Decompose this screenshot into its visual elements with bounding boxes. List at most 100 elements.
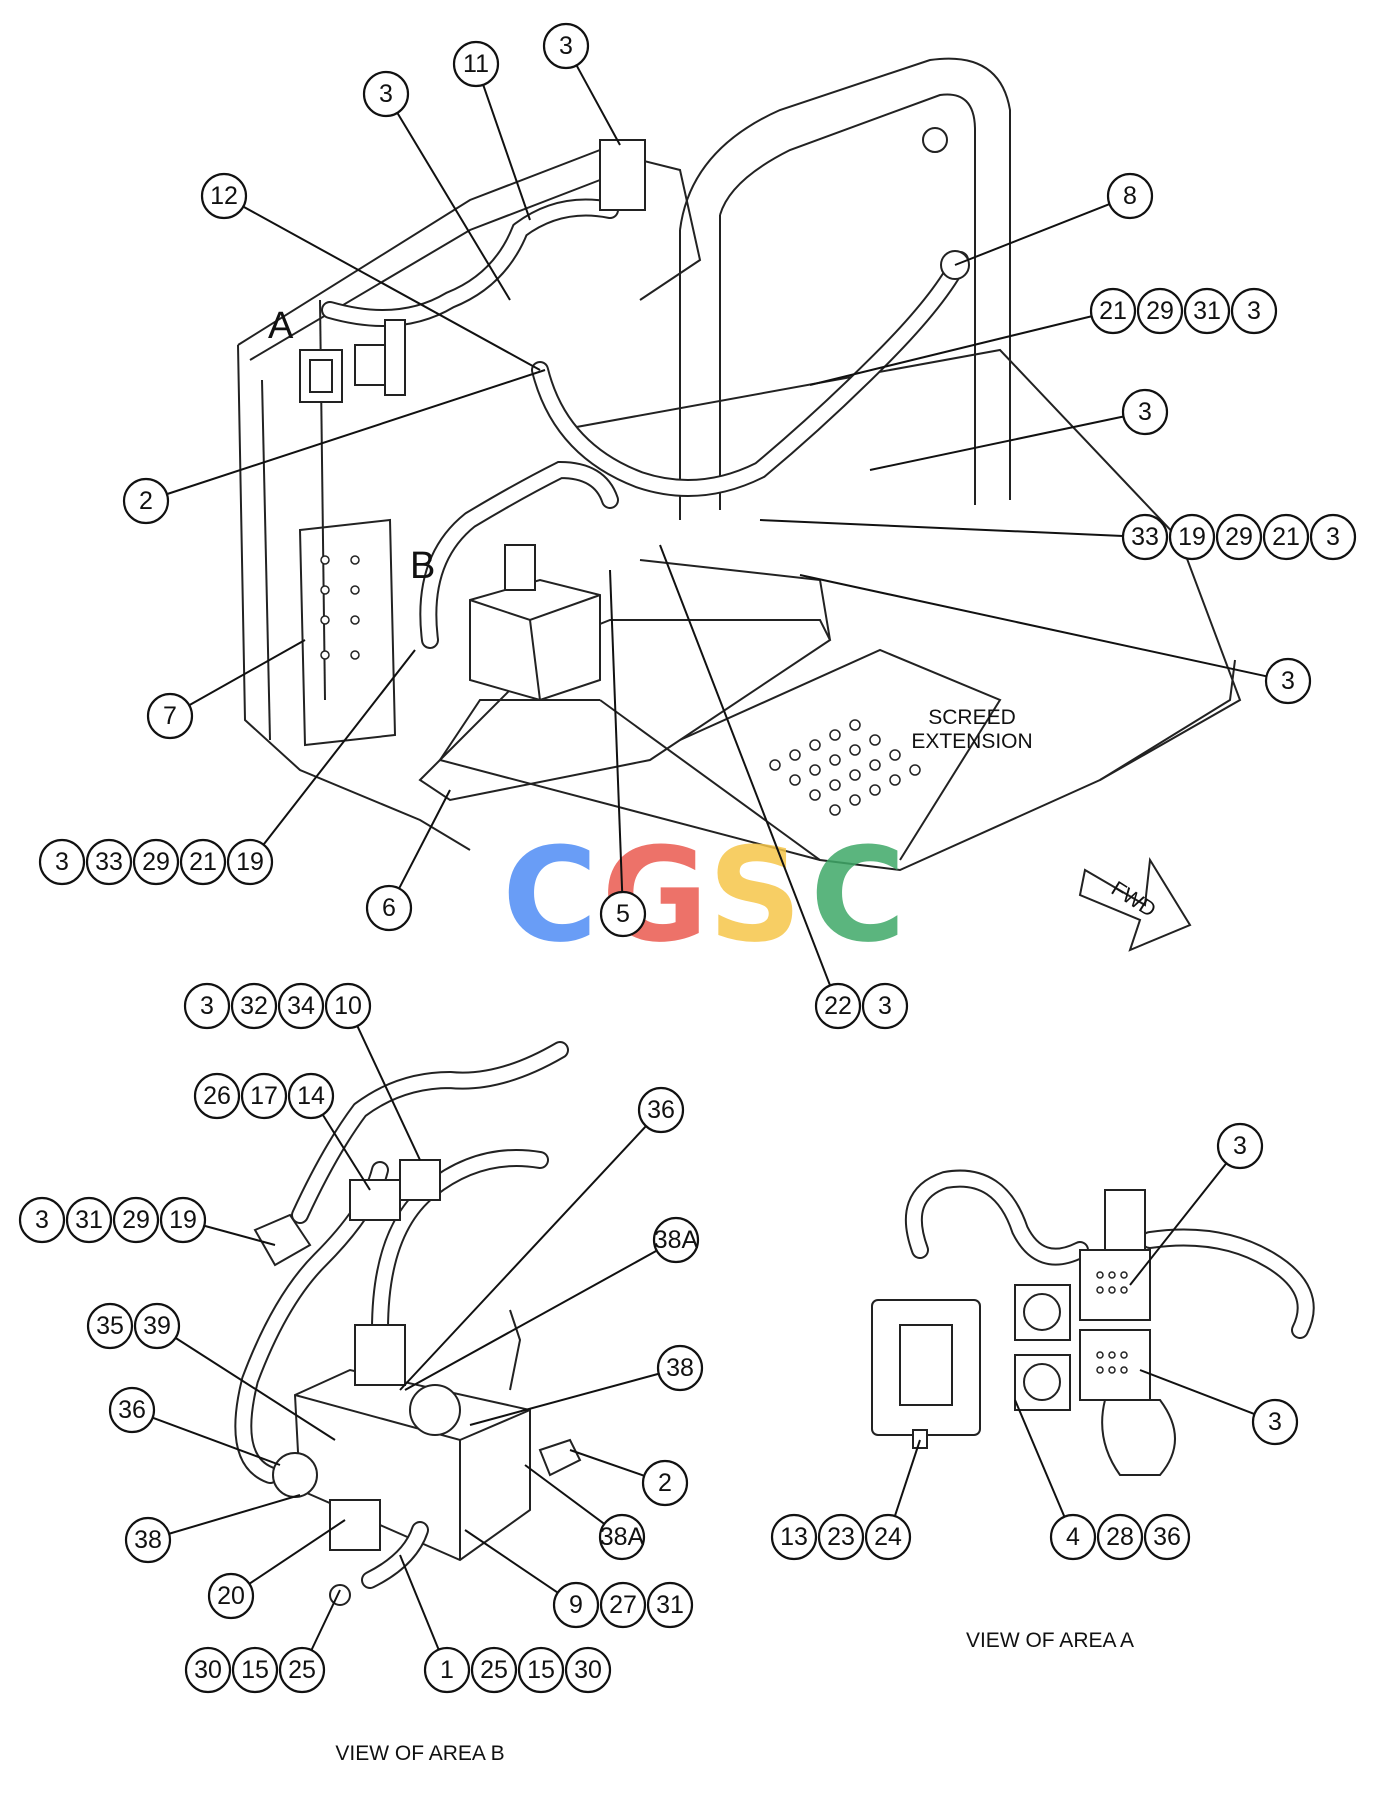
callout-circle [132, 838, 180, 886]
leader-line [1129, 1162, 1228, 1286]
callout-circle [1121, 513, 1169, 561]
callout-number: 3 [1233, 1132, 1247, 1160]
watermark: C G S C [502, 819, 905, 971]
callout-number: 1 [440, 1656, 454, 1684]
callout-group: 38A [652, 1216, 700, 1264]
callout-number: 5 [616, 900, 630, 928]
callout-number: 34 [287, 992, 315, 1020]
callout-number: 23 [827, 1523, 855, 1551]
leader-line [188, 639, 306, 707]
callout-number: 19 [169, 1206, 197, 1234]
callout-circle [365, 884, 413, 932]
callout-group: 3 [362, 70, 410, 118]
leader-line [1139, 1369, 1255, 1416]
callout-circle [864, 1513, 912, 1561]
leader-line [659, 544, 832, 986]
callout-number: 7 [163, 702, 177, 730]
callout-circle [1121, 388, 1169, 436]
callout-number: 15 [241, 1656, 269, 1684]
leader-line [869, 415, 1124, 471]
callout-number: 26 [203, 1082, 231, 1110]
leader-lines [152, 64, 1267, 1651]
callout-number: 2 [658, 1469, 672, 1497]
leader-line [464, 1529, 559, 1594]
callout-group: 20 [207, 1572, 255, 1620]
callout-number: 17 [250, 1082, 278, 1110]
fwd-arrow-icon: FWD [1078, 856, 1192, 952]
leader-line [954, 203, 1110, 266]
callout-group: 38 [656, 1344, 704, 1392]
plate-holes [320, 555, 360, 660]
callout-group: 8 [1106, 172, 1154, 220]
callout-number: 21 [1272, 523, 1300, 551]
callout-circle [656, 1344, 704, 1392]
callout-circle [1309, 513, 1357, 561]
callout-number: 29 [1146, 297, 1174, 325]
callout-number: 3 [1247, 297, 1261, 325]
callout-group: 38 [124, 1516, 172, 1564]
callout-circle [1264, 657, 1312, 705]
callout-circle [65, 1196, 113, 1244]
callout-circle [362, 70, 410, 118]
leader-line [809, 315, 1092, 386]
callout-circle [552, 1581, 600, 1629]
callout-number: 3 [559, 32, 573, 60]
callout-number: 22 [824, 992, 852, 1020]
leader-line [469, 1372, 660, 1426]
callout-circle [814, 982, 862, 1030]
callout-circle [599, 890, 647, 938]
callout-group: 3 [1121, 388, 1169, 436]
callout-number: 38A [600, 1523, 645, 1551]
callout-number: 20 [217, 1582, 245, 1610]
leader-line [799, 574, 1267, 678]
callout-circle [200, 172, 248, 220]
callout-number: 3 [55, 848, 69, 876]
leader-line [396, 112, 511, 301]
callout-group: 36 [108, 1386, 156, 1434]
callout-group: 3 [542, 22, 590, 70]
leader-line [569, 1449, 645, 1477]
callout-circle [1096, 1513, 1144, 1561]
callout-number: 25 [480, 1656, 508, 1684]
callout-number: 2 [139, 487, 153, 515]
leader-line [174, 1337, 336, 1441]
callout-number: 3 [1268, 1408, 1282, 1436]
leader-line [893, 1439, 921, 1517]
callout-number: 31 [1193, 297, 1221, 325]
callout-circle [599, 1581, 647, 1629]
callout-circle [637, 1086, 685, 1134]
callout-number: 36 [647, 1096, 675, 1124]
callout-circle [38, 838, 86, 886]
callout-circle [564, 1646, 612, 1694]
callout-circle [1216, 1122, 1264, 1170]
callout-number: 29 [122, 1206, 150, 1234]
main-assembly-drawing [237, 57, 1242, 872]
callout-number: 39 [143, 1312, 171, 1340]
callout-number: 25 [288, 1656, 316, 1684]
callout-group: 26 17 14 [193, 1072, 335, 1120]
callout-number: 8 [1123, 182, 1137, 210]
leader-line [321, 1114, 371, 1191]
callout-circle [1143, 1513, 1191, 1561]
deck-holes [769, 719, 921, 816]
leader-line [759, 519, 1124, 538]
callout-circle [1183, 287, 1231, 335]
callout-circle [1230, 287, 1278, 335]
callout-number: 3 [35, 1206, 49, 1234]
callout-number: 38A [654, 1226, 699, 1254]
callout-group: 2 [122, 477, 170, 525]
callout-circle [1089, 287, 1137, 335]
callout-number: 21 [189, 848, 217, 876]
callout-circle [277, 982, 325, 1030]
leader-line [152, 1416, 281, 1466]
callout-number: 14 [297, 1082, 325, 1110]
callout-circle [1215, 513, 1263, 561]
leader-line [482, 84, 531, 221]
leader-line [399, 1125, 647, 1391]
callout-group: 3 [1251, 1398, 1299, 1446]
